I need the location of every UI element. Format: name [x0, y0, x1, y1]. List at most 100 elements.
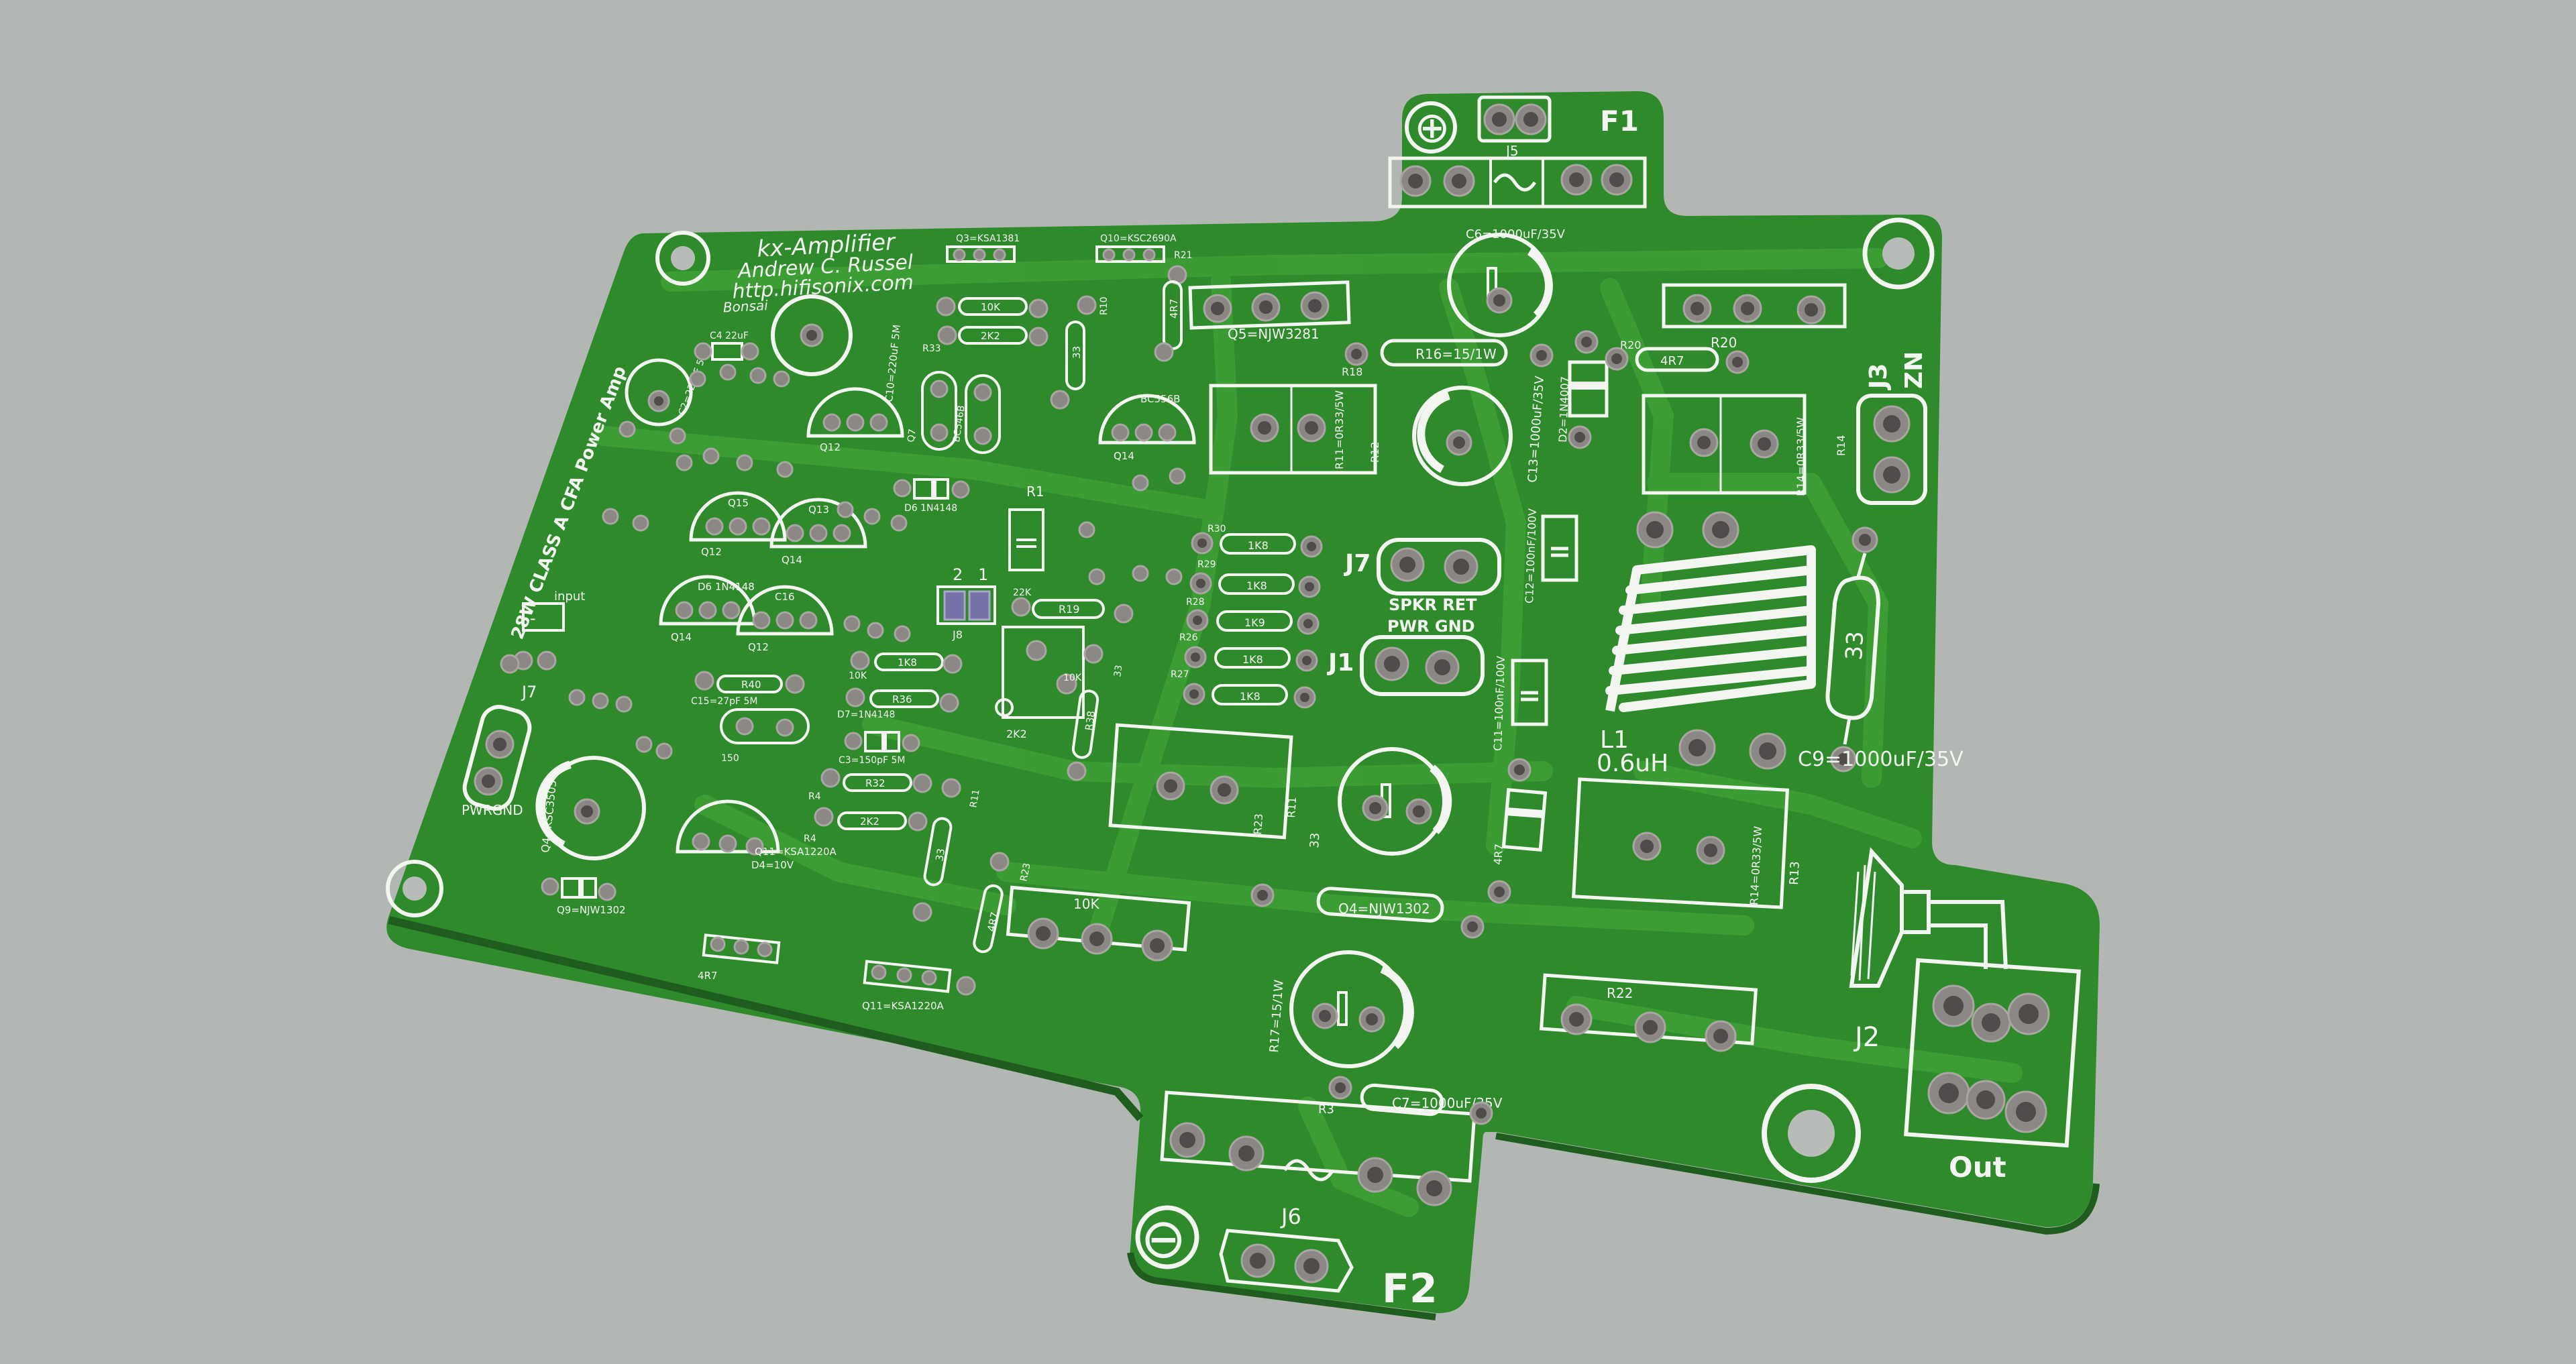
r33-label: R33	[922, 343, 941, 354]
connector-j7-pwrgnd: J7 PWRGND	[462, 683, 537, 818]
r22-label: R3	[1318, 1102, 1334, 1117]
q9-label: R22	[1607, 985, 1633, 1001]
pwr-gnd-label: PWR GND	[1387, 617, 1475, 636]
resistor-r19: R38 33	[1067, 644, 1124, 781]
transistor-q4-ksc3503: 4R7	[698, 933, 781, 982]
transistor-q4: 10K	[1006, 885, 1191, 962]
j7-label: J7	[1343, 550, 1371, 577]
r18-label: R18	[1342, 365, 1362, 378]
q12-part: Q14	[782, 554, 802, 566]
zn-label: ZN	[1900, 351, 1928, 389]
q13-part: Q12	[748, 641, 769, 653]
spkr-ret-label: SPKR RET	[1389, 595, 1477, 614]
resistor-4r7-top: 4R7	[1154, 265, 1187, 362]
r26-value: 1K8	[1242, 653, 1263, 666]
pwrgnd-label: PWRGND	[462, 802, 523, 818]
c11-label: C11=100nF/100V	[1491, 656, 1507, 751]
transistor-q12: Q13 Q14	[769, 498, 867, 566]
q14-label: Q15	[728, 497, 749, 509]
fuse-holder-f1: ⊕ F1 J5	[1388, 95, 1647, 209]
transistor-q5: Q5=NJW3281	[1188, 280, 1351, 342]
diode-d4: Q9=NJW1302	[541, 877, 626, 916]
r30-value: 1K8	[1248, 539, 1269, 552]
r10-value: 33	[1071, 346, 1083, 359]
resistor-ladder: 1K8 R30 1K8 R29 1K9 R28 1K8 R26	[1171, 524, 1323, 709]
r12-label: R12	[1368, 442, 1381, 463]
power-resistor-r14: R14=0R33/5W R14	[1642, 394, 1847, 496]
r3-label: C9=1000uF/35V	[1798, 748, 1964, 771]
transistor-bc556b-top: Q12	[806, 387, 904, 453]
transistor-q13: C16 Q12	[736, 585, 834, 653]
r40-label: C15=27pF 5M	[691, 696, 758, 707]
resistor-r36-1k8: R36 D7=1N4148	[837, 687, 959, 720]
r29-label: R29	[1197, 559, 1216, 570]
plus-symbol: ⊕	[1414, 103, 1450, 153]
diode-d2: D2=1N4007	[1556, 330, 1609, 449]
diode-d1: 4R7	[1487, 758, 1548, 904]
q15-part: Q14	[671, 631, 692, 643]
transistor-q9: R22	[1539, 973, 1758, 1052]
r23-ref: R23	[1018, 862, 1032, 883]
r30-label: R30	[1208, 524, 1226, 534]
d2-label: D2=1N4007	[1556, 376, 1571, 443]
out-label: Out	[1949, 1151, 2006, 1184]
c12-label: C12=100nF/100V	[1523, 508, 1539, 604]
input-label: input	[554, 589, 585, 604]
d1-label: 4R7	[1491, 844, 1505, 866]
resistor-r11-33: 33 150 R11	[912, 778, 982, 922]
capacitor-c5: Q4=KSC3503	[535, 756, 646, 860]
q13-label: C16	[775, 591, 795, 603]
mounting-hole-bottom-right	[1762, 1084, 1861, 1183]
q3-label: Q3=KSA1381	[956, 233, 1020, 244]
r2-label: 10K	[1063, 673, 1082, 683]
inductor-l1: L1 0.6uH	[1597, 511, 1816, 777]
resistor-r20: 4R7 R20 R20	[1605, 339, 1750, 374]
transistor-q10: Q10=KSC2690A R21	[1095, 233, 1193, 263]
r16-label: R16=15/1W	[1415, 346, 1497, 362]
connector-j5-label: J5	[1505, 143, 1519, 159]
resistor-r17: Q4=NJW1302 4R7	[1250, 883, 1485, 939]
input-stage-pads	[568, 363, 1186, 760]
bc556b-label: Q12	[820, 441, 841, 453]
r26-label: R26	[1179, 632, 1198, 643]
r15-label: R13	[1787, 861, 1803, 885]
power-resistor-r13: R23 R11	[1108, 723, 1299, 840]
r28-label: R28	[1186, 597, 1205, 608]
r4-value-10k: 2K2	[860, 815, 879, 828]
inductor-value: 0.6uH	[1597, 750, 1668, 777]
q4-small-label: 4R7	[698, 970, 718, 982]
r17-value: Q4=NJW1302	[1338, 901, 1430, 917]
capacitor-c2: BC546B	[951, 374, 1001, 454]
r10-label: R10	[1099, 296, 1110, 315]
c16-label: R1	[1026, 484, 1044, 500]
resistor-r16: R16=15/1W R18	[1342, 339, 1554, 378]
resistor-r38-10k: 1K8 10K	[849, 650, 963, 681]
r36-label: D7=1N4148	[837, 709, 895, 720]
r20-value: 4R7	[1660, 354, 1684, 368]
r28-value: 1K9	[1244, 616, 1265, 629]
d4-label: Q9=NJW1302	[557, 904, 626, 916]
j2-label: J2	[1853, 1022, 1880, 1053]
minus-symbol: ⊖	[1140, 1207, 1187, 1271]
q8-label: R20	[1711, 335, 1737, 351]
r23-value: 4R7	[985, 911, 1001, 933]
resistor-r32-2k2: R32 R4	[808, 768, 932, 802]
q7-label: BC556B	[1140, 393, 1180, 405]
connector-j1: J1	[1326, 635, 1485, 696]
r4-ref: R4	[804, 834, 816, 844]
q7-part: Q14	[1114, 450, 1134, 462]
capacitor-c9: 33	[1307, 747, 1452, 856]
d5-label: C4 22uF	[710, 331, 749, 341]
input-minus: -	[530, 609, 536, 628]
r36-value: R36	[892, 693, 912, 705]
q10-label: Q10=KSC2690A	[1100, 233, 1177, 244]
c6-label: C6=1000uF/35V	[1466, 227, 1566, 241]
resistor-150: R40 C15=27pF 5M	[691, 671, 805, 707]
trimmer-potentiometer: 2K2 10K	[995, 626, 1085, 740]
power-resistor-r12: R11=0R33/5W R12	[1209, 384, 1381, 475]
c3-label: 150	[721, 753, 739, 764]
transistor-q3: Q3=KSA1381	[946, 233, 1020, 263]
r-2k2-value: 2K2	[981, 330, 1000, 342]
resistor-r4-10k: R11 2K2 10K R4	[804, 807, 928, 844]
